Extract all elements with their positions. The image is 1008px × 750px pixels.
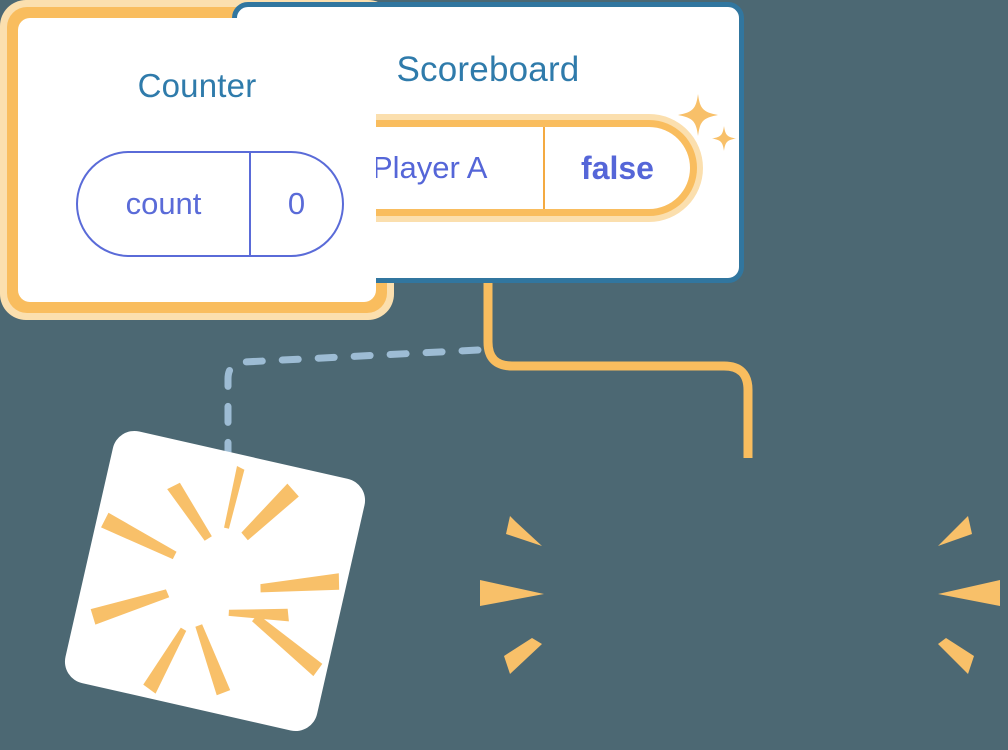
connector-solid-to-counter: [483, 283, 753, 458]
burst-ray: [224, 466, 245, 529]
counter-card-body: Counter count 0: [18, 18, 376, 302]
counter-state-pill[interactable]: count 0: [76, 151, 344, 257]
counter-title: Counter: [137, 67, 257, 104]
burst-ray: [938, 580, 1000, 606]
counter-card[interactable]: Counter count 0: [0, 0, 394, 320]
burst-ray: [938, 516, 972, 546]
counter-state-key: count: [78, 153, 251, 255]
connector-dashed-to-flash-card: [224, 346, 482, 476]
counter-left-rays: [480, 516, 544, 674]
counter-right-rays: [938, 516, 1000, 674]
counter-card-highlight-ring: Counter count 0: [7, 7, 387, 313]
counter-state-value: 0: [287, 186, 306, 221]
burst-ray: [167, 482, 212, 541]
burst-ray: [228, 608, 289, 622]
burst-ray: [480, 580, 544, 606]
burst-ray: [195, 624, 231, 696]
burst-ray: [252, 614, 323, 677]
burst-ray: [143, 627, 187, 694]
scoreboard-state-value: false: [581, 149, 654, 186]
burst-ray: [101, 512, 177, 560]
burst-ray: [504, 638, 542, 674]
burst-ray: [90, 589, 170, 625]
scoreboard-title: Scoreboard: [396, 50, 580, 89]
burst-ray: [506, 516, 542, 546]
burst-ray: [260, 573, 340, 593]
burst-ray: [241, 483, 299, 541]
flash-card[interactable]: [60, 426, 370, 736]
flash-card-burst: [90, 466, 340, 696]
burst-ray: [938, 638, 974, 674]
